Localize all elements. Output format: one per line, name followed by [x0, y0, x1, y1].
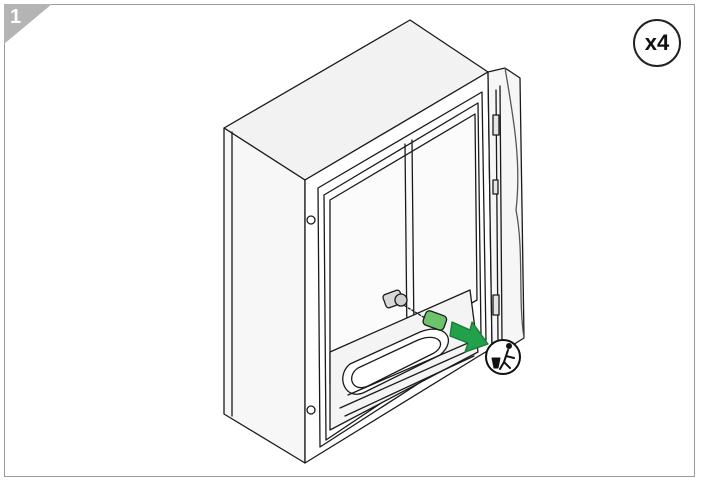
removed-part-green	[404, 305, 448, 331]
step-number: 1	[10, 6, 22, 28]
hinge-hole-top	[306, 215, 316, 225]
door-hinge-top	[492, 114, 500, 136]
door-hinge-bottom	[492, 294, 500, 316]
cabinet-side	[223, 127, 306, 464]
screw-part-fixed	[382, 289, 408, 309]
removal-arrow-icon	[449, 321, 489, 353]
step-number-tab	[4, 4, 52, 44]
trash-bin-disposal-icon	[485, 339, 521, 375]
hinge-hole-bottom	[306, 405, 316, 415]
quantity-badge: x4	[633, 19, 681, 67]
